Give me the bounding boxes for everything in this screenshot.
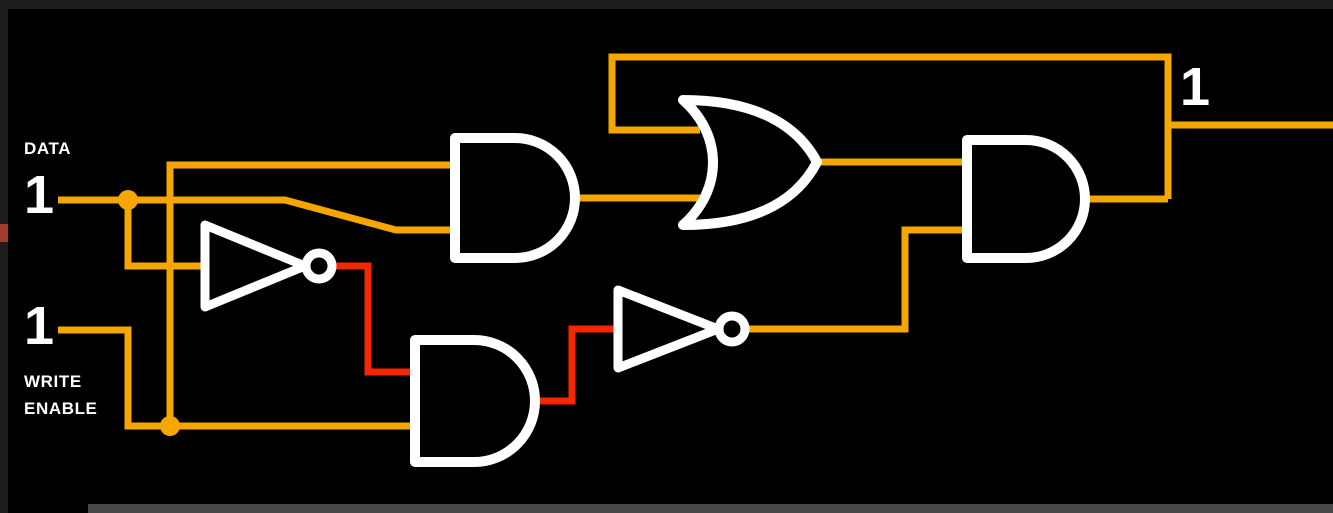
- and-gate-bottom: [410, 335, 540, 467]
- not-gate-bottom-bubble: [714, 311, 750, 347]
- labels: DATA 1 1 WRITE ENABLE 1: [24, 57, 1210, 418]
- not2-to-output-and-wire: [744, 226, 972, 333]
- data-to-not-wire: [124, 197, 210, 270]
- not-gate-data-bubble: [301, 248, 337, 284]
- and-gate-output: [962, 135, 1090, 263]
- window-frame-top: [0, 0, 1333, 9]
- write-enable-input-value: 1: [24, 296, 54, 356]
- write-enable-junction-dot: [160, 416, 180, 436]
- and-gate-top: [450, 133, 580, 263]
- write-enable-to-top-and-wire: [166, 161, 460, 426]
- feedback-wire: [608, 53, 1172, 199]
- not-gate-bottom: [613, 285, 750, 373]
- data-input-value: 1: [24, 165, 54, 225]
- horizontal-scrollbar[interactable]: [88, 504, 1333, 513]
- not-gate-bottom-triangle: [613, 285, 723, 373]
- data-junction-dot: [118, 190, 138, 210]
- not1-output-wire: [330, 262, 420, 376]
- wires: [58, 53, 1333, 436]
- window-frame-left: [0, 0, 8, 513]
- write-enable-label-line1: WRITE: [24, 372, 82, 391]
- output-value: 1: [1180, 57, 1210, 117]
- data-label: DATA: [24, 139, 71, 158]
- gates: [200, 95, 1090, 467]
- left-edge-red-mark: [0, 224, 8, 242]
- not-gate-data: [200, 220, 337, 312]
- bottom-and-output-wire: [528, 325, 624, 405]
- not-gate-data-triangle: [200, 220, 310, 312]
- data-to-top-and-wire: [128, 196, 460, 234]
- or-gate: [678, 95, 822, 230]
- write-enable-label-line2: ENABLE: [24, 399, 98, 418]
- write-enable-input-wire: [58, 326, 420, 430]
